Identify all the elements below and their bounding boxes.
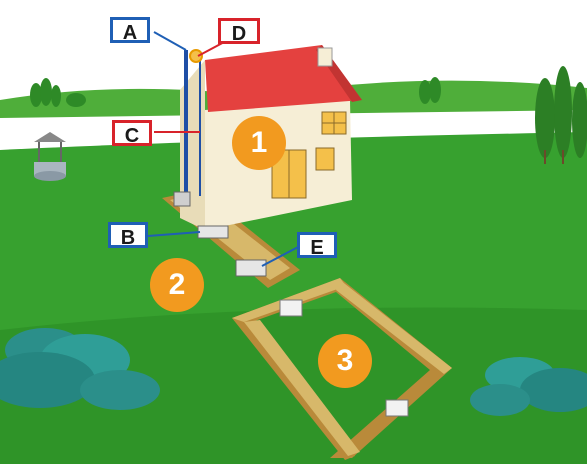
label-a: A — [110, 17, 150, 44]
vent-cap — [189, 49, 203, 63]
marker-2: 2 — [150, 258, 204, 312]
well — [34, 132, 66, 181]
label-c: C — [112, 120, 152, 147]
label-d: D — [218, 18, 260, 45]
distant-trees — [30, 77, 441, 107]
drain-field — [232, 278, 452, 460]
pipes — [173, 50, 267, 277]
label-b: B — [108, 222, 148, 249]
marker-3: 3 — [318, 334, 372, 388]
label-e: E — [297, 232, 337, 259]
shrubs-right — [470, 357, 587, 416]
marker-1: 1 — [232, 116, 286, 170]
leader-lines — [147, 31, 301, 267]
poplar-trees — [535, 66, 587, 164]
shrubs-left — [0, 328, 160, 410]
